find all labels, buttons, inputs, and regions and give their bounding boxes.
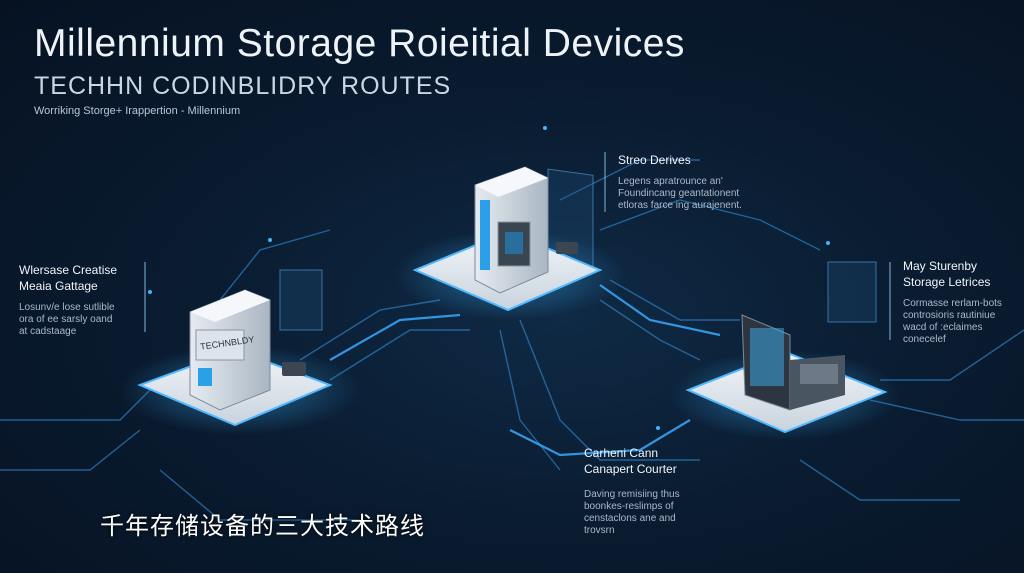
panel-heading: Storage Letrices [903,275,991,289]
info-panel-right: May Sturenby Storage Letrices Cormasse r… [903,258,1002,346]
panel-heading: Carheni Cann [584,446,659,460]
circuit-traces [0,159,1024,521]
panel-body-line: conecelef [903,334,946,345]
panel-heading: Streo Derives [618,153,691,167]
panel-heading: Meaia Gattage [19,279,98,293]
panel-body-line: at cadstaage [19,326,77,337]
panel-body-line: ora of ee sarsly oand [19,314,113,325]
panel-body-line: wacd of :eclaimes [903,322,983,333]
panel-body: Legens apratrounce an' Foundincang geant… [618,176,742,212]
page-title: Millennium Storage Roieitial Devices [34,22,685,65]
panel-heading: Canapert Courter [584,462,677,476]
panel-body-line: Legens apratrounce an' [618,176,723,187]
info-panel-bottom: Carheni Cann Canapert Courter Daving rem… [584,445,680,537]
video-caption: 千年存储设备的三大技术路线 [100,513,425,540]
panel-body: Losunv/e lose sutlible ora of ee sarsly … [19,302,117,338]
left-device [120,289,360,435]
info-panel-left: Wlersase Creatise Meaia Gattage Losunv/e… [19,262,117,338]
right-device [670,314,900,440]
center-device [395,166,625,320]
panel-body-line: trovsrn [584,525,615,536]
panel-body-line: Cormasse rerlam-bots [903,298,1002,309]
panel-body-line: controsioris rautiniue [903,310,996,321]
panel-body-line: Daving remisiing thus [584,489,680,500]
panel-body-line: etloras farce ing aurajenent. [618,200,742,211]
panel-body-line: Losunv/e lose sutlible [19,302,115,313]
panel-body-line: censtaclons ane and [584,513,676,524]
panel-body-line: Foundincang geantationent [618,188,740,199]
page-tagline: Worriking Storge+ Irappertion - Millenni… [34,105,241,117]
panel-body: Cormasse rerlam-bots controsioris rautin… [903,298,1002,346]
panel-heading: May Sturenby [903,259,978,273]
page-subtitle: TECHHN CODINBLIDRY ROUTES [34,72,452,100]
panel-body-line: boonkes-reslimps of [584,501,674,512]
panel-heading: Wlersase Creatise [19,263,118,277]
info-panel-top: Streo Derives Legens apratrounce an' Fou… [618,152,742,212]
panel-body: Daving remisiing thus boonkes-reslimps o… [584,489,680,537]
